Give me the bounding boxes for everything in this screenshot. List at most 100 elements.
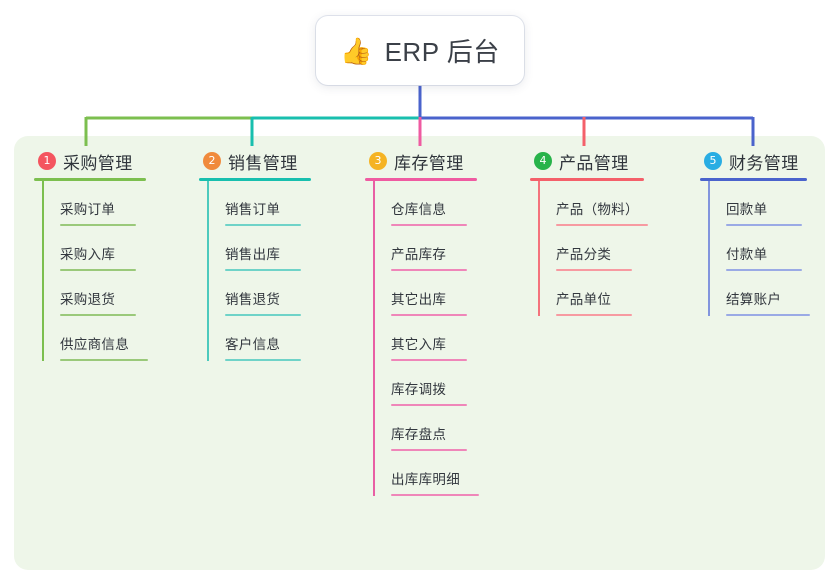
item-label: 库存调拨 [391,382,447,397]
branch-rule-4 [530,178,644,181]
list-item[interactable]: 其它入库 [365,316,477,361]
item-rule [556,269,632,271]
list-item[interactable]: 采购退货 [34,271,146,316]
branch-header-3[interactable]: 3 库存管理 [365,148,477,174]
branch-stem-4 [538,181,540,316]
list-item[interactable]: 销售订单 [199,181,311,226]
item-label: 库存盘点 [391,427,447,442]
item-rule [556,314,632,316]
item-rule [60,314,136,316]
item-label: 采购入库 [60,247,116,262]
branch-title-3: 库存管理 [394,153,464,173]
branch-column-1: 1 采购管理 采购订单 采购入库 采购退货 供应商信息 [34,148,148,361]
branch-column-2: 2 销售管理 销售订单 销售出库 销售退货 客户信息 [199,148,311,361]
branch-rule-5 [700,178,807,181]
list-item[interactable]: 采购订单 [34,181,146,226]
item-label: 仓库信息 [391,202,447,217]
item-label: 采购订单 [60,202,116,217]
branch-items-3: 仓库信息 产品库存 其它出库 其它入库 库存调拨 库存盘点 [365,181,479,496]
item-rule [391,359,467,361]
list-item[interactable]: 销售出库 [199,226,311,271]
branch-header-1[interactable]: 1 采购管理 [34,148,146,174]
list-item[interactable]: 库存调拨 [365,361,477,406]
item-rule [391,494,479,496]
list-item[interactable]: 产品库存 [365,226,477,271]
branch-title-1: 采购管理 [63,153,133,173]
item-rule [391,314,467,316]
branch-stem-1 [42,181,44,361]
item-rule [726,224,802,226]
item-rule [391,224,467,226]
branch-badge-4: 4 [534,152,552,170]
item-label: 销售退货 [225,292,281,307]
root-node-card[interactable]: 👍 ERP 后台 [316,16,524,85]
item-label: 采购退货 [60,292,116,307]
item-rule [391,404,467,406]
item-label: 其它出库 [391,292,447,307]
branch-badge-5: 5 [704,152,722,170]
list-item[interactable]: 回款单 [700,181,812,226]
item-rule [391,269,467,271]
branch-rule-2 [199,178,311,181]
branch-items-2: 销售订单 销售出库 销售退货 客户信息 [199,181,311,361]
root-node-title: ERP 后台 [384,37,500,67]
item-rule [60,269,136,271]
item-label: 产品分类 [556,247,612,262]
list-item[interactable]: 客户信息 [199,316,311,361]
list-item[interactable]: 出库库明细 [365,451,479,496]
branch-items-5: 回款单 付款单 结算账户 [700,181,812,316]
item-rule [60,224,136,226]
item-rule [225,359,301,361]
branch-column-4: 4 产品管理 产品（物料） 产品分类 产品单位 [530,148,648,316]
list-item[interactable]: 库存盘点 [365,406,477,451]
branch-rule-3 [365,178,477,181]
item-rule [726,314,810,316]
item-label: 客户信息 [225,337,281,352]
item-rule [225,269,301,271]
branch-header-4[interactable]: 4 产品管理 [530,148,648,174]
list-item[interactable]: 其它出库 [365,271,477,316]
list-item[interactable]: 产品分类 [530,226,648,271]
list-item[interactable]: 付款单 [700,226,812,271]
branch-header-2[interactable]: 2 销售管理 [199,148,311,174]
branch-title-2: 销售管理 [228,153,298,173]
branch-title-5: 财务管理 [729,153,799,173]
branch-badge-3: 3 [369,152,387,170]
item-label: 结算账户 [726,292,782,307]
thumbs-up-icon: 👍 [340,35,373,66]
item-rule [225,314,301,316]
item-rule [556,224,648,226]
item-rule [391,449,467,451]
item-label: 销售出库 [225,247,281,262]
item-label: 其它入库 [391,337,447,352]
branch-stem-5 [708,181,710,316]
item-label: 付款单 [726,247,768,262]
item-rule [225,224,301,226]
item-label: 供应商信息 [60,337,129,352]
list-item[interactable]: 结算账户 [700,271,812,316]
list-item[interactable]: 采购入库 [34,226,146,271]
list-item[interactable]: 产品（物料） [530,181,648,226]
item-label: 产品库存 [391,247,447,262]
list-item[interactable]: 销售退货 [199,271,311,316]
item-label: 产品单位 [556,292,612,307]
list-item[interactable]: 产品单位 [530,271,648,316]
list-item[interactable]: 供应商信息 [34,316,148,361]
branch-header-5[interactable]: 5 财务管理 [700,148,812,174]
item-label: 回款单 [726,202,768,217]
item-label: 销售订单 [225,202,281,217]
item-label: 产品（物料） [556,202,639,217]
branch-column-5: 5 财务管理 回款单 付款单 结算账户 [700,148,812,316]
branch-stem-2 [207,181,209,361]
list-item[interactable]: 仓库信息 [365,181,477,226]
item-label: 出库库明细 [391,472,460,487]
branch-badge-1: 1 [38,152,56,170]
branch-stem-3 [373,181,375,496]
branch-items-1: 采购订单 采购入库 采购退货 供应商信息 [34,181,148,361]
item-rule [726,269,802,271]
content-panel [14,136,825,570]
branch-items-4: 产品（物料） 产品分类 产品单位 [530,181,648,316]
branch-column-3: 3 库存管理 仓库信息 产品库存 其它出库 其它入库 库存调拨 [365,148,479,496]
